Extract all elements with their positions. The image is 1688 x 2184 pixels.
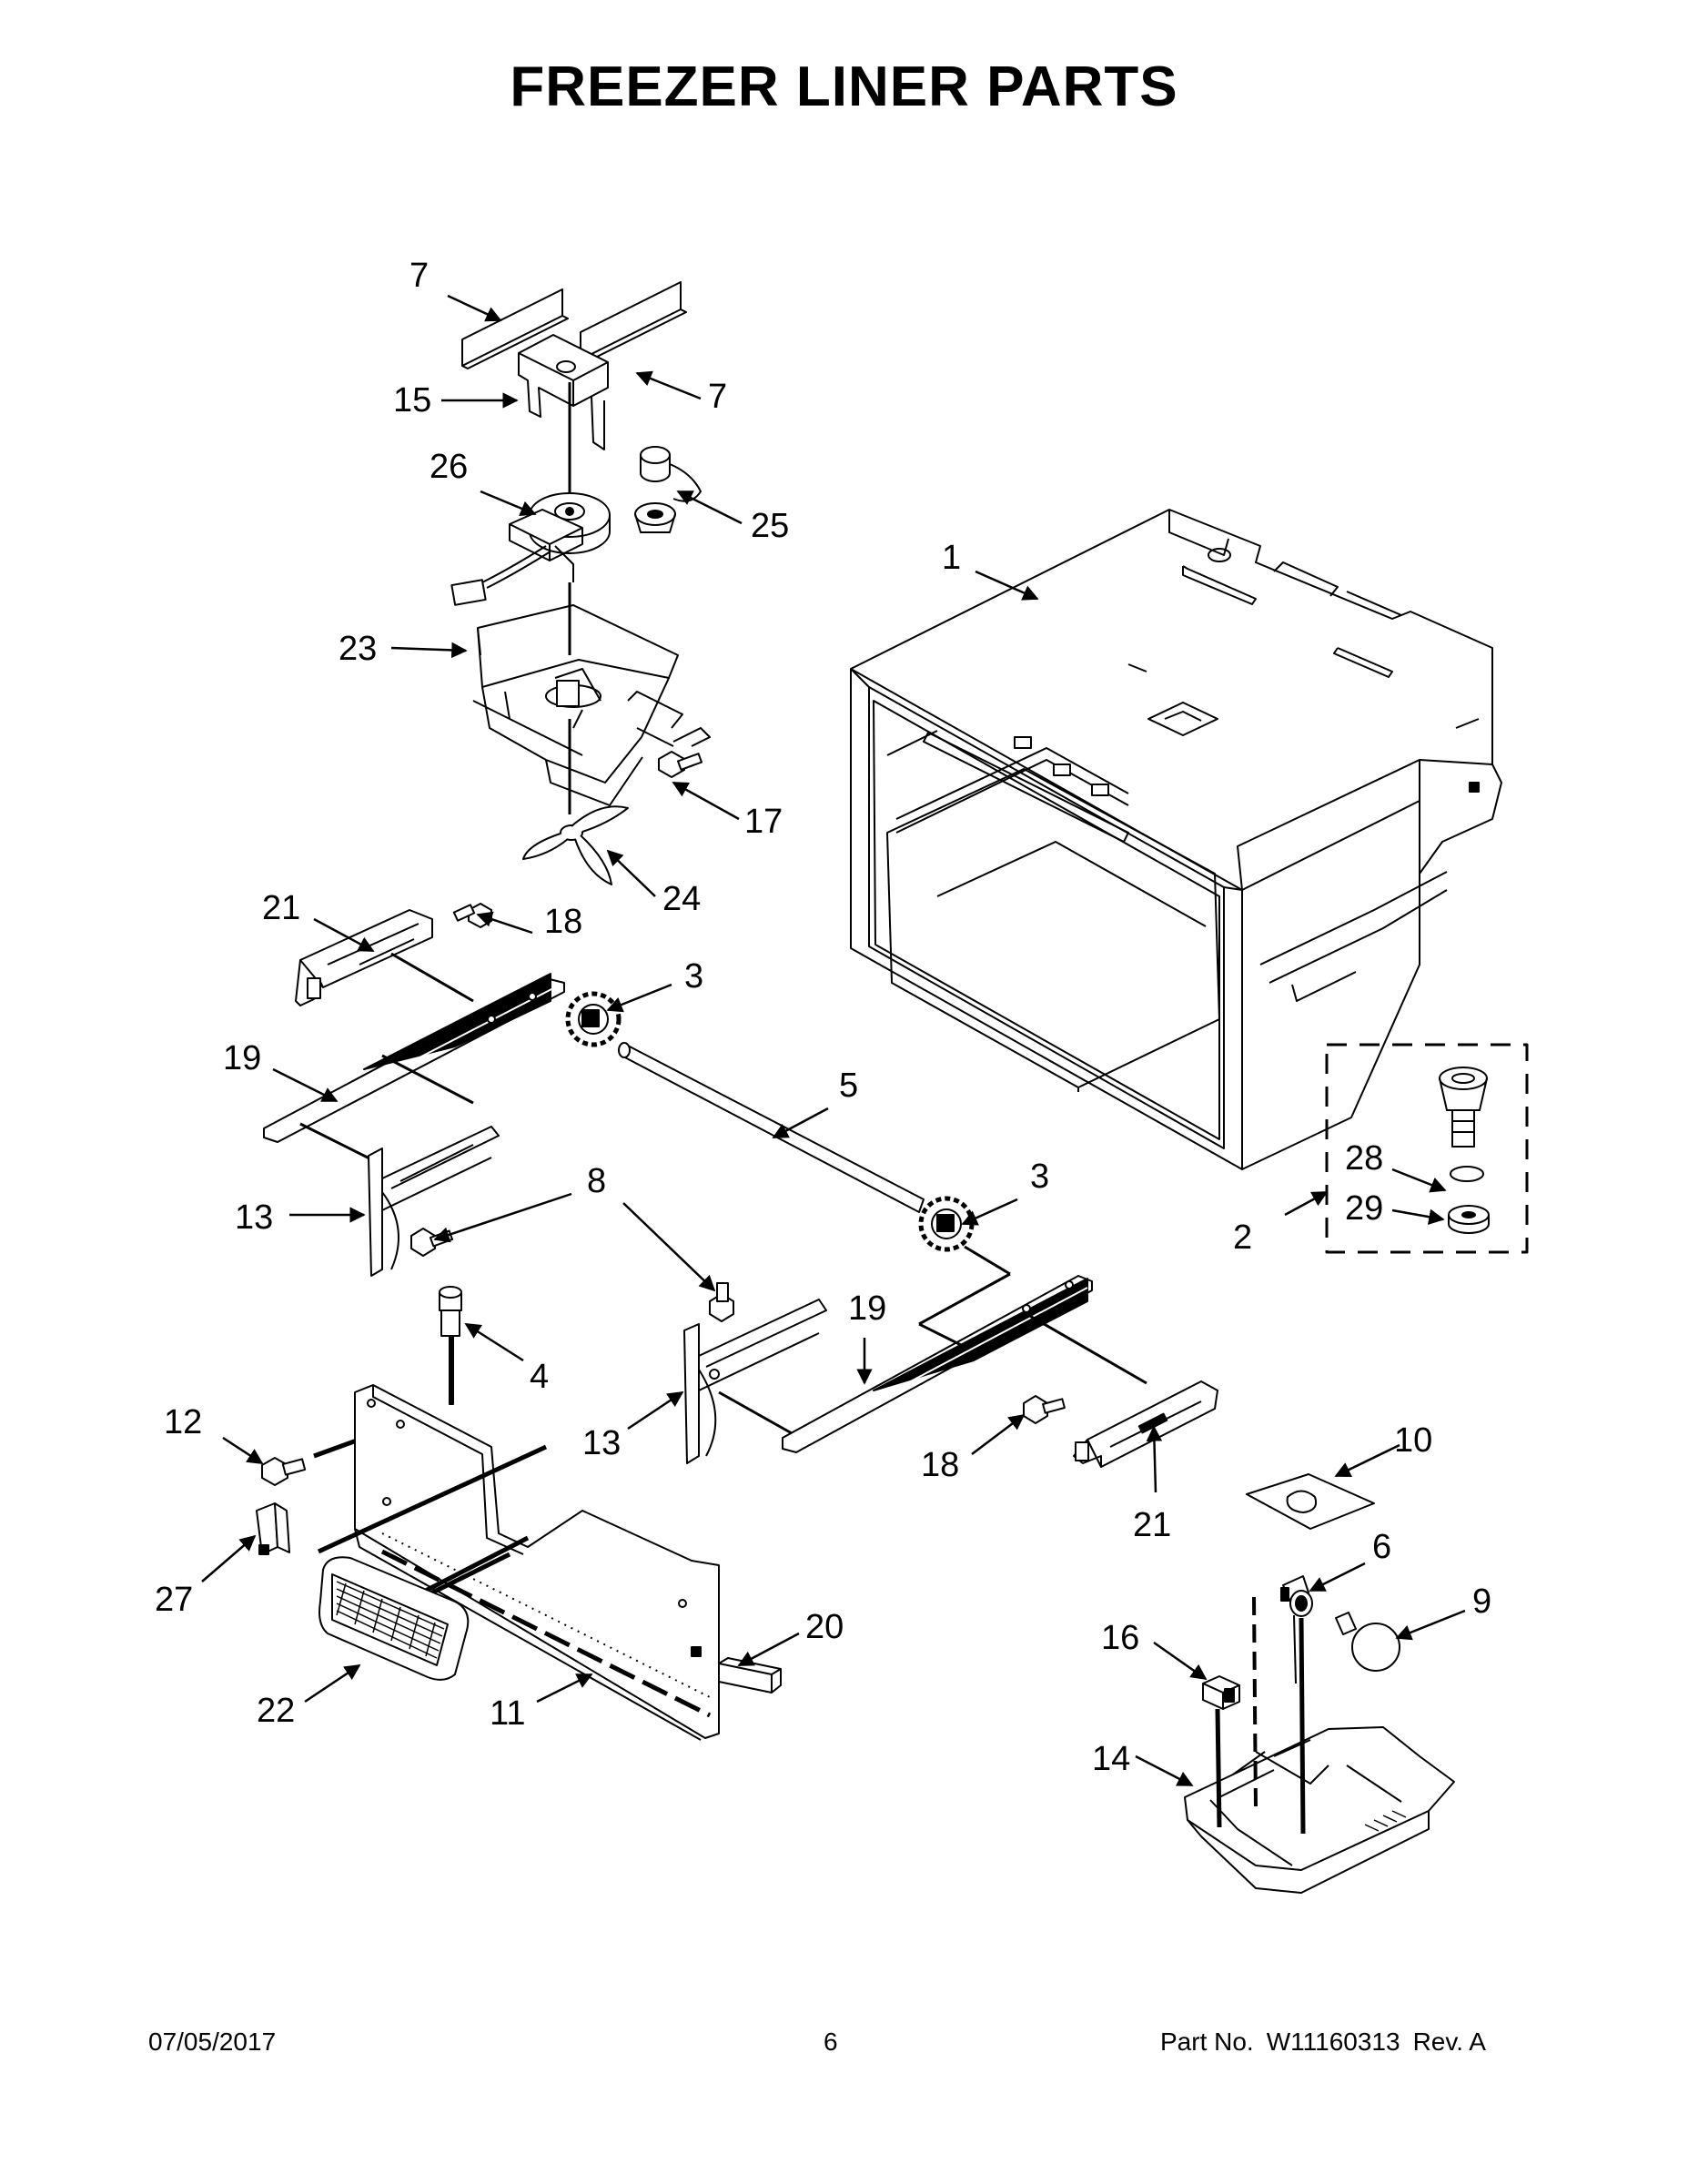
part-25-sensor — [634, 446, 702, 533]
footer-part-info: Part No. W11160313 Rev. A — [1160, 2027, 1499, 2057]
footer-page-number: 6 — [824, 2027, 838, 2056]
part-3-gear-left — [565, 991, 622, 1047]
part-10-label — [1246, 1473, 1375, 1530]
part-21-slide-bracket-left — [295, 909, 433, 1006]
callout-24: 24 — [662, 880, 701, 918]
callout-5: 5 — [839, 1067, 858, 1105]
part-2-drain-group-box — [1325, 1043, 1529, 1254]
callout-29: 29 — [1345, 1189, 1383, 1228]
callout-10: 10 — [1394, 1421, 1432, 1460]
part-4-pin — [439, 1286, 462, 1405]
callout-labels: 7 7 15 26 25 1 23 17 24 21 18 3 19 5 3 8… — [155, 257, 1491, 1778]
callout-13-left: 13 — [235, 1198, 273, 1237]
callout-2: 2 — [1233, 1218, 1252, 1257]
callout-23: 23 — [339, 630, 377, 668]
part-26-fan-motor — [509, 492, 611, 582]
callout-20: 20 — [805, 1608, 844, 1646]
part-16-switch — [1202, 1675, 1240, 1710]
callout-14: 14 — [1092, 1740, 1130, 1778]
part-7-pad-left — [461, 288, 569, 369]
part-8-screw-right — [709, 1282, 734, 1322]
callout-21-right: 21 — [1133, 1506, 1171, 1544]
part-8-screw-left — [410, 1228, 454, 1257]
page-title: FREEZER LINER PARTS — [510, 56, 1178, 118]
callout-15: 15 — [393, 381, 431, 420]
callout-8-top: 8 — [587, 1162, 606, 1200]
part-number: W11160313 — [1266, 2027, 1400, 2056]
callout-19-right: 19 — [848, 1289, 886, 1328]
callout-18-right: 18 — [921, 1446, 959, 1484]
callout-11: 11 — [490, 1694, 525, 1733]
part-19-slide-rail-left — [263, 973, 565, 1143]
part-11-rear-panel — [354, 1384, 720, 1741]
part-14-light-housing — [1184, 1726, 1455, 1894]
callout-3-right: 3 — [1030, 1158, 1049, 1196]
part-15-bracket — [518, 334, 609, 450]
part-29-washer — [1448, 1205, 1490, 1234]
part-20-gasket-strip — [718, 1657, 782, 1694]
part-6-lamp-socket — [1280, 1575, 1313, 1617]
callout-1: 1 — [942, 539, 961, 577]
callout-27: 27 — [155, 1581, 193, 1619]
callout-21-left: 21 — [262, 889, 300, 927]
part-13-bracket-left — [368, 1126, 500, 1277]
callout-16: 16 — [1101, 1619, 1139, 1657]
footer-date: 07/05/2017 — [148, 2027, 277, 2056]
part-13-bracket-right — [683, 1299, 827, 1464]
callout-12: 12 — [164, 1403, 202, 1441]
callout-22: 22 — [257, 1692, 295, 1730]
part-21-slide-bracket-right — [1073, 1380, 1218, 1468]
callout-25: 25 — [751, 507, 789, 545]
part-3-gear-right — [918, 1196, 975, 1252]
callout-6: 6 — [1372, 1528, 1391, 1566]
callout-7-right: 7 — [708, 378, 727, 416]
callout-9: 9 — [1472, 1582, 1491, 1621]
part-27-clip — [256, 1502, 290, 1555]
callout-7-left: 7 — [409, 257, 429, 295]
part-19-slide-rail-right — [782, 1275, 1093, 1453]
part-12-screw — [261, 1457, 307, 1486]
part-number-prefix: Part No. — [1160, 2027, 1254, 2056]
part-7-pad-right — [580, 281, 687, 363]
part-28-drain-fitting — [1439, 1067, 1488, 1182]
callout-18-left: 18 — [544, 903, 582, 941]
callout-17: 17 — [744, 803, 783, 841]
part-18-screw-left — [452, 903, 492, 928]
callout-28: 28 — [1345, 1139, 1383, 1178]
revision: Rev. A — [1412, 2027, 1486, 2056]
callout-13-right: 13 — [582, 1424, 621, 1462]
callout-3-left: 3 — [684, 957, 703, 996]
part-23-fan-housing — [472, 604, 683, 806]
callout-4: 4 — [530, 1358, 549, 1396]
callout-19-left: 19 — [223, 1039, 261, 1077]
wire-harness — [450, 545, 551, 606]
part-18-screw-right — [1023, 1395, 1066, 1424]
part-1-freezer-liner — [850, 509, 1502, 1170]
part-5-shaft — [618, 1042, 925, 1213]
callout-26: 26 — [430, 448, 468, 486]
part-9-bulb — [1335, 1612, 1400, 1672]
part-22-grille — [318, 1556, 470, 1681]
part-24-fan-blade — [522, 805, 629, 885]
part-17-screw — [658, 751, 702, 778]
